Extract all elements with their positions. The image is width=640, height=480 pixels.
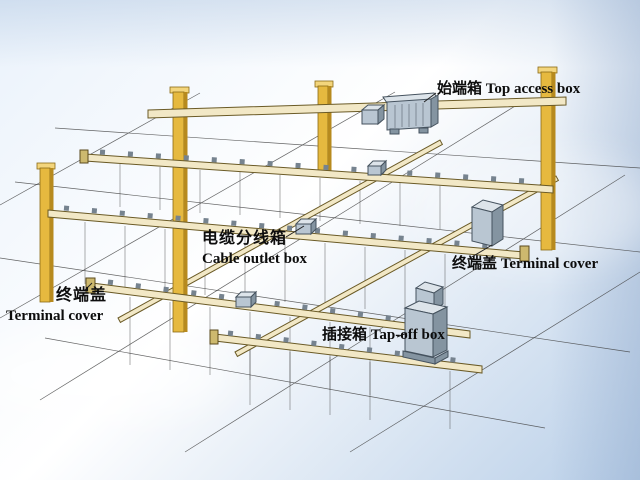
top-beam: [147, 96, 567, 119]
label-top-access-box-zh: 始端箱: [437, 81, 483, 97]
terminal-cap-right: [519, 245, 530, 262]
label-terminal-cover-left-zh: 终端盖: [56, 287, 108, 304]
terminal-cover-box-graphic: [470, 199, 505, 247]
outlet-boxes: [234, 159, 388, 309]
label-cable-outlet-box: 电缆分线箱 Cable outlet box: [202, 229, 307, 269]
leader-lines: [83, 92, 493, 338]
terminal-end-caps: [79, 149, 530, 345]
label-terminal-cover-left-en: Terminal cover: [6, 307, 104, 324]
label-terminal-cover-right: 终端盖 Terminal cover: [452, 255, 598, 275]
label-cable-outlet-box-zh: 电缆分线箱: [202, 230, 288, 247]
terminal-cap-left: [85, 277, 96, 294]
tap-off-box-graphic: [402, 281, 449, 365]
hanger-wires: [84, 164, 451, 429]
plug-in-ports: [63, 149, 541, 365]
label-cable-outlet-box-en: Cable outlet box: [202, 250, 307, 267]
label-tap-off-box: 插接箱 Tap-off box: [322, 326, 445, 346]
label-terminal-cover-left: 终端盖 Terminal cover: [6, 286, 107, 326]
label-tap-off-box-en: Tap-off box: [370, 327, 445, 343]
label-top-access-box: 始端箱 Top access box: [437, 80, 580, 100]
support-columns: [36, 66, 558, 333]
label-tap-off-box-zh: 插接箱: [322, 327, 368, 343]
label-terminal-cover-right-en: Terminal cover: [500, 256, 599, 272]
label-top-access-box-en: Top access box: [485, 81, 581, 97]
label-terminal-cover-right-zh: 终端盖: [452, 256, 498, 272]
top-access-box-graphic: [360, 92, 439, 135]
